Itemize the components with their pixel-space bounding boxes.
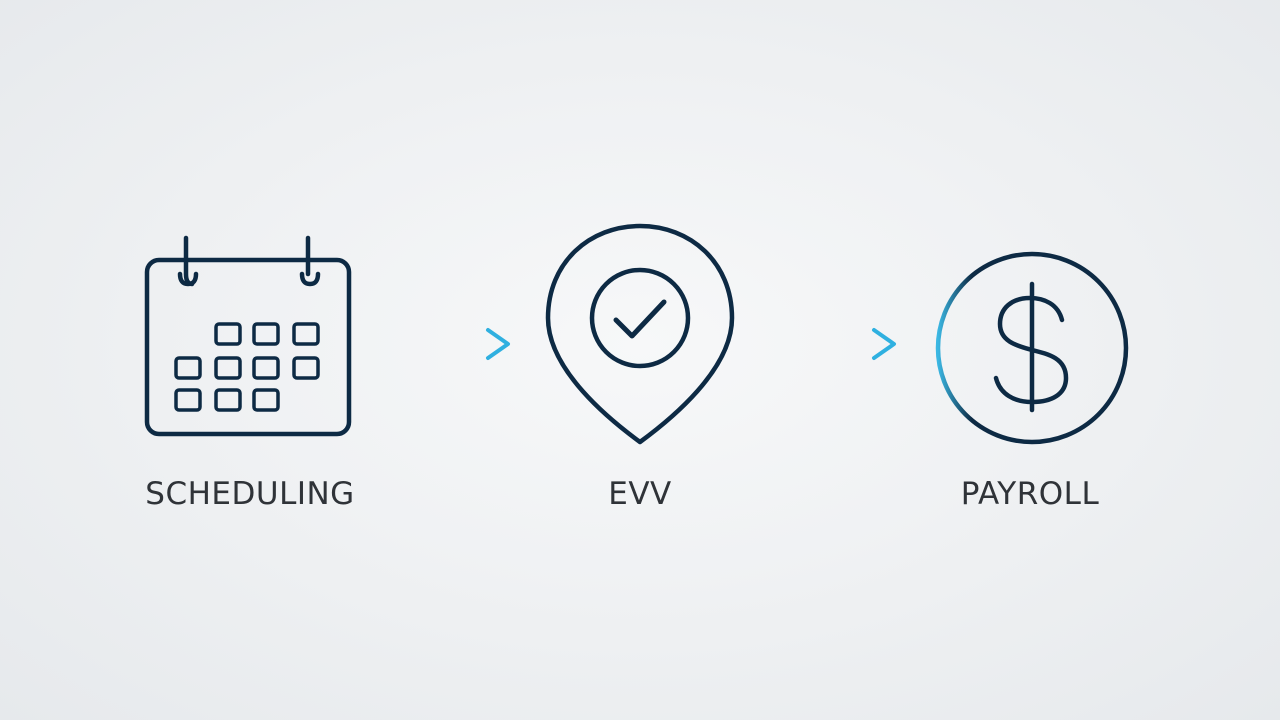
calendar-icon <box>144 235 352 437</box>
dollar-circle-icon <box>935 251 1129 445</box>
location-check-icon <box>545 223 735 445</box>
arrow-right-icon <box>778 328 896 360</box>
arrow-right-icon <box>392 328 510 360</box>
step-label-payroll: PAYROLL <box>960 476 1100 512</box>
step-label-scheduling: SCHEDULING <box>145 476 355 512</box>
step-label-evv: EVV <box>608 476 672 512</box>
